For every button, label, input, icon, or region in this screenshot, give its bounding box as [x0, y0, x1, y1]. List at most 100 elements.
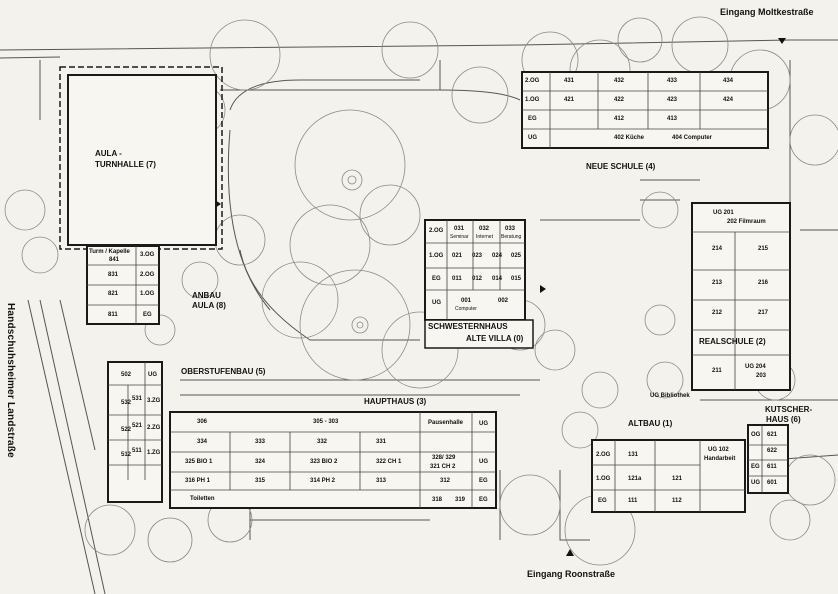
- hh-room-312: 312: [440, 478, 451, 484]
- sh-room-014: 014: [492, 276, 503, 282]
- ab-ug-102: UG 102: [708, 447, 729, 453]
- hh-room-315: 315: [255, 478, 266, 484]
- ns-room-404: 404 Computer: [672, 135, 713, 141]
- ob-room-502: 502: [121, 372, 132, 378]
- ab-room-131: 131: [628, 452, 639, 458]
- anbau-name: ANBAU: [192, 291, 221, 300]
- aula-name2: TURNHALLE (7): [95, 160, 156, 169]
- ns-floor-ug: UG: [528, 135, 537, 141]
- kutscherhaus-name2: HAUS (6): [766, 415, 801, 424]
- hh-room-334: 334: [197, 439, 208, 445]
- ob-room-522: 522: [121, 427, 132, 433]
- kh-room-611: 611: [767, 464, 777, 470]
- sh-floor-ug: UG: [432, 300, 441, 306]
- ab-room-121: 121: [672, 476, 683, 482]
- sh-room-025: 025: [511, 253, 522, 259]
- ns-room-423: 423: [667, 97, 678, 103]
- ab-floor-2og: 2.OG: [596, 452, 611, 458]
- ns-room-432: 432: [614, 78, 625, 84]
- rs-room-212: 212: [712, 310, 723, 316]
- rs-room-216: 216: [758, 280, 769, 286]
- hh-room-305-303: 305 - 303: [313, 419, 339, 425]
- realschule-name: REALSCHULE (2): [699, 337, 766, 346]
- ns-room-413: 413: [667, 116, 678, 122]
- ob-floor-ug: UG: [148, 372, 157, 378]
- rs-room-217: 217: [758, 310, 769, 316]
- rs-room-214: 214: [712, 246, 723, 252]
- hh-room-319: 319: [455, 497, 466, 503]
- sh-room-024: 024: [492, 253, 503, 259]
- anbau-room-821: 821: [108, 291, 119, 297]
- realschule-building: [691, 202, 791, 391]
- ab-floor-eg: EG: [598, 498, 607, 504]
- rs-ug-204: UG 204: [745, 364, 766, 370]
- sh-floor-1og: 1.OG: [429, 253, 444, 259]
- ab-floor-1og: 1.OG: [596, 476, 611, 482]
- hh-floor-ug1: UG: [479, 421, 488, 427]
- hh-toiletten: Toiletten: [190, 496, 215, 502]
- sh-room-023: 023: [472, 253, 483, 259]
- ab-room-112: 112: [672, 498, 682, 504]
- oberstufenbau-building: [107, 361, 163, 503]
- ns-floor-1og: 1.OG: [525, 97, 540, 103]
- ns-room-421: 421: [564, 97, 575, 103]
- sh-room-001: 001: [461, 298, 472, 304]
- ab-handarbeit: Handarbeit: [704, 456, 736, 462]
- rs-room-213: 213: [712, 280, 723, 286]
- entrance-roon-label: Eingang Roonstraße: [527, 569, 616, 579]
- ob-floor-2zg: 2.ZG: [147, 425, 161, 431]
- ns-room-434: 434: [723, 78, 734, 84]
- rs-room-211: 211: [712, 368, 722, 374]
- ob-room-532: 532: [121, 400, 132, 406]
- street-label: Handschuhsheimer Landstraße: [5, 303, 16, 458]
- haupthaus-building: [169, 411, 497, 509]
- sh-room-033: 033: [505, 226, 516, 232]
- hh-floor-eg1: EG: [479, 478, 488, 484]
- neue-schule-name: NEUE SCHULE (4): [586, 162, 656, 171]
- entrance-moltke-label: Eingang Moltkestraße: [720, 7, 814, 17]
- hh-pausenhalle: Pausenhalle: [428, 420, 464, 426]
- anbau-floor-2og: 2.OG: [140, 272, 155, 278]
- ns-floor-eg: EG: [528, 116, 537, 122]
- sh-sub-seminar: Seminar: [450, 234, 469, 240]
- sh-room-031: 031: [454, 226, 465, 232]
- hh-room-316: 316 PH 1: [185, 478, 211, 484]
- kh-room-621: 621: [767, 432, 778, 438]
- hh-room-322: 322 CH 1: [376, 459, 402, 465]
- anbau-floor-3og: 3.OG: [140, 252, 155, 258]
- kh-room-622: 622: [767, 448, 778, 454]
- hh-floor-eg2: EG: [479, 497, 488, 503]
- hh-floor-ug2: UG: [479, 459, 488, 465]
- aula-building: [67, 74, 217, 246]
- altbau-name: ALTBAU (1): [628, 419, 673, 428]
- ab-room-121a: 121a: [628, 476, 642, 482]
- sh-sub-internet: Internet: [476, 234, 493, 240]
- schwesternhaus-label-box: [424, 319, 534, 349]
- ob-room-531: 531: [132, 396, 143, 402]
- hh-room-318: 318: [432, 497, 443, 503]
- ab-room-111: 111: [628, 498, 638, 504]
- sh-floor-eg: EG: [432, 276, 441, 282]
- ns-floor-2og: 2.OG: [525, 78, 540, 84]
- anbau-room-841: 841: [109, 257, 120, 263]
- hh-room-314: 314 PH 2: [310, 478, 336, 484]
- anbau-floor-eg: EG: [143, 312, 152, 318]
- haupthaus-name: HAUPTHAUS (3): [364, 397, 427, 406]
- ns-room-431: 431: [564, 78, 575, 84]
- hh-room-328-329: 328/ 329: [432, 455, 456, 461]
- hh-room-331: 331: [376, 439, 387, 445]
- ns-room-402: 402 Küche: [614, 135, 645, 141]
- ns-room-422: 422: [614, 97, 625, 103]
- anbau-room-811: 811: [108, 312, 118, 318]
- rs-ug-201: UG 201: [713, 210, 734, 216]
- ob-floor-1zg: 1.ZG: [147, 450, 161, 456]
- anbau-floor-1og: 1.OG: [140, 291, 155, 297]
- hh-room-321: 321 CH 2: [430, 464, 456, 470]
- hh-room-333: 333: [255, 439, 266, 445]
- rs-bibliothek: UG Bibliothek: [650, 393, 690, 399]
- trees: [4, 16, 838, 566]
- sh-sub-beratung: Beratung: [501, 234, 522, 240]
- ob-floor-3zg: 3.ZG: [147, 398, 161, 404]
- sh-room-032: 032: [479, 226, 490, 232]
